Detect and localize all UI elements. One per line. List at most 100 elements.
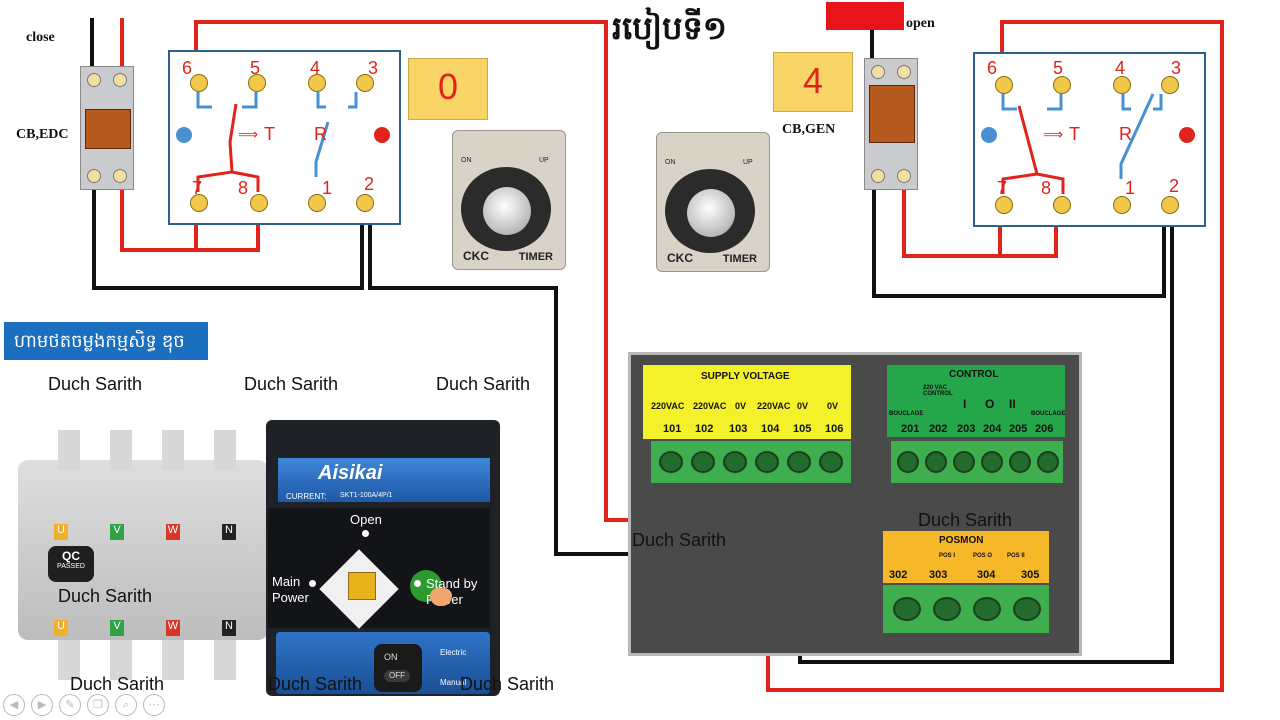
posmon-title: POSMON: [939, 535, 984, 546]
timer-relay-1[interactable]: ON UP CKC TIMER: [452, 130, 566, 270]
relay-edc: ⟹ 6 5 4 3 7 8 1 2 T R: [168, 50, 401, 225]
terminal-303: 303: [929, 569, 948, 581]
cb-edc-breaker[interactable]: [80, 66, 134, 190]
screw-terminal: [1053, 76, 1071, 94]
screw-terminal: [1161, 196, 1179, 214]
relay-edc-terminal-3: 3: [368, 58, 379, 78]
terminal-101: 101: [663, 423, 682, 435]
relay-gen-terminal-8: 8: [1041, 178, 1052, 198]
timer-knob[interactable]: [483, 187, 531, 235]
terminal-106: 106: [825, 423, 844, 435]
relay-edc-terminal-6: 6: [182, 58, 193, 78]
supply-voltage-label: SUPPLY VOLTAGE 220VAC 220VAC 0V 220VAC 0…: [643, 365, 851, 439]
ats-brand-strip: [278, 458, 490, 502]
switch-off-label: OFF: [384, 670, 410, 682]
screw-terminal: [248, 74, 266, 92]
supply-terminal-block: [651, 441, 851, 483]
ats-bottom-terminals: [58, 640, 248, 680]
phase-label: V: [110, 524, 124, 540]
supply-voltage-v3: 0V: [735, 401, 747, 411]
relay-edc-terminal-5: 5: [250, 58, 261, 78]
wire-black-gen-2: [872, 188, 1166, 298]
watermark: Duch Sarith: [268, 674, 363, 694]
control-mark-i: I: [963, 397, 967, 411]
ats-current-label: CURRENT:: [286, 492, 327, 501]
ats-top-terminals: [58, 430, 248, 470]
switch-on-label: ON: [384, 652, 398, 662]
timer-knob[interactable]: [687, 189, 735, 237]
wire-black-edc-2: [92, 188, 364, 290]
breaker-terminal: [87, 169, 101, 183]
screw-terminal: [190, 194, 208, 212]
timer-relay-2[interactable]: ON UP CKC TIMER: [656, 132, 770, 272]
breaker-terminal: [897, 65, 911, 79]
relay-edc-coil-t: T: [264, 124, 275, 144]
electric-label: Electric: [440, 648, 467, 657]
next-icon[interactable]: ▶: [31, 694, 53, 716]
relay-gen-terminal-6: 6: [987, 58, 998, 78]
breaker-terminal: [87, 73, 101, 87]
watermark: Duch Sarith: [460, 674, 555, 694]
cb-gen-label: CB,GEN: [782, 122, 836, 137]
timer-brand: CKC: [667, 251, 693, 265]
phase-label: N: [222, 620, 236, 636]
hand-pointer-icon: [430, 588, 452, 606]
control-title: CONTROL: [949, 369, 999, 380]
screw-terminal: [1113, 76, 1131, 94]
pen-icon[interactable]: ✎: [59, 694, 81, 716]
screw-terminal: [308, 74, 326, 92]
ats-manual-switch[interactable]: ON OFF: [374, 644, 422, 692]
ats-current-value: SKT1-100A/4P/1: [340, 492, 393, 499]
watermark: Duch Sarith: [918, 510, 1013, 530]
supply-voltage-v2: 220VAC: [693, 401, 727, 411]
terminal-105: 105: [793, 423, 812, 435]
terminal-205: 205: [1009, 423, 1028, 435]
screw-terminal: [995, 196, 1013, 214]
relay-gen-terminal-2: 2: [1169, 176, 1180, 196]
terminal-204: 204: [983, 423, 1002, 435]
supply-voltage-v5: 0V: [797, 401, 809, 411]
prev-icon[interactable]: ◀: [3, 694, 25, 716]
ats-open-label: Open: [350, 512, 382, 527]
breaker-toggle[interactable]: [85, 109, 131, 149]
more-icon[interactable]: ⋯: [143, 694, 165, 716]
relay-gen-terminal-3: 3: [1171, 58, 1182, 78]
watermark: Duch Sarith: [244, 374, 339, 394]
svg-text:⟹: ⟹: [1043, 126, 1063, 142]
terminal-102: 102: [695, 423, 714, 435]
timer-model: TIMER: [518, 251, 553, 263]
copyright-banner: ហាមថតចម្លងកម្មសិទ្ធ ឌុច សារិត: [4, 322, 208, 389]
supply-voltage-v4: 220VAC: [757, 401, 791, 411]
breaker-terminal: [113, 73, 127, 87]
qc-sub-text: PASSED: [57, 563, 85, 570]
terminal-104: 104: [761, 423, 780, 435]
ats-brand: Aisikai: [318, 462, 383, 484]
ats-selector-button[interactable]: [348, 572, 376, 600]
control-mark-bouclage-2: BOUCLAGE: [1031, 411, 1066, 417]
copy-icon[interactable]: ❐: [87, 694, 109, 716]
terminal-203: 203: [957, 423, 976, 435]
supply-voltage-title: SUPPLY VOLTAGE: [701, 371, 790, 382]
ats-main-power-label: Main Power: [272, 574, 309, 605]
wire-red-edc-8: [120, 188, 260, 252]
timer-display-gen: 4: [773, 52, 853, 112]
ats-switch: U V W N U V W N QC PASSED Aisikai CURREN…: [18, 420, 500, 700]
svg-text:⟹: ⟹: [238, 126, 258, 142]
control-label: CONTROL 220 VAC CONTROL BOUCLAGE I O II …: [887, 365, 1065, 437]
breaker-toggle[interactable]: [869, 85, 915, 143]
terminal-206: 206: [1035, 423, 1054, 435]
cb-gen-breaker[interactable]: [864, 58, 918, 190]
timer-up-label: UP: [539, 157, 549, 164]
control-mark-ii: II: [1009, 397, 1016, 411]
posmon-terminal-block: [883, 585, 1049, 633]
relay-gen-coil-r: R: [1119, 124, 1132, 144]
cb-gen-top-label: open: [906, 16, 935, 31]
breaker-terminal: [871, 169, 885, 183]
player-controls[interactable]: ◀ ▶ ✎ ❐ ⌕ ⋯: [0, 690, 230, 720]
search-icon[interactable]: ⌕: [115, 694, 137, 716]
screw-terminal: [995, 76, 1013, 94]
screw-terminal: [1113, 196, 1131, 214]
watermark: Duch Sarith: [70, 674, 165, 694]
breaker-terminal: [897, 169, 911, 183]
screw-terminal: [250, 194, 268, 212]
